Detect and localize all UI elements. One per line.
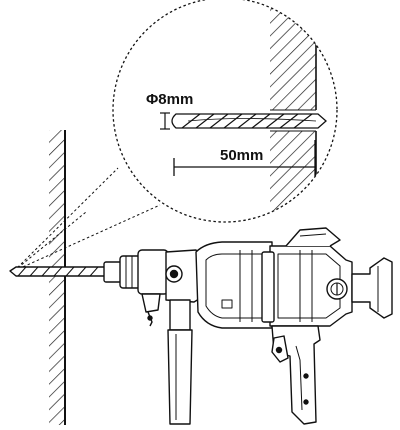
diameter-marker	[160, 112, 170, 130]
magnified-drill-bit	[171, 113, 327, 129]
drill-bit	[9, 266, 109, 277]
side-handle	[167, 299, 193, 425]
trigger	[271, 335, 289, 363]
rear-housing	[261, 245, 353, 327]
rear-handle	[351, 257, 393, 319]
depth-label: 50mm	[220, 147, 263, 164]
top-carry-handle	[285, 227, 341, 247]
motor-body	[195, 241, 273, 329]
drill-chuck	[103, 249, 169, 295]
switch-dial	[326, 278, 348, 300]
drill	[9, 227, 393, 425]
depth-dimension	[173, 140, 316, 176]
wall	[49, 130, 66, 425]
diameter-label: Φ8mm	[146, 91, 193, 108]
gear-housing	[141, 249, 205, 327]
